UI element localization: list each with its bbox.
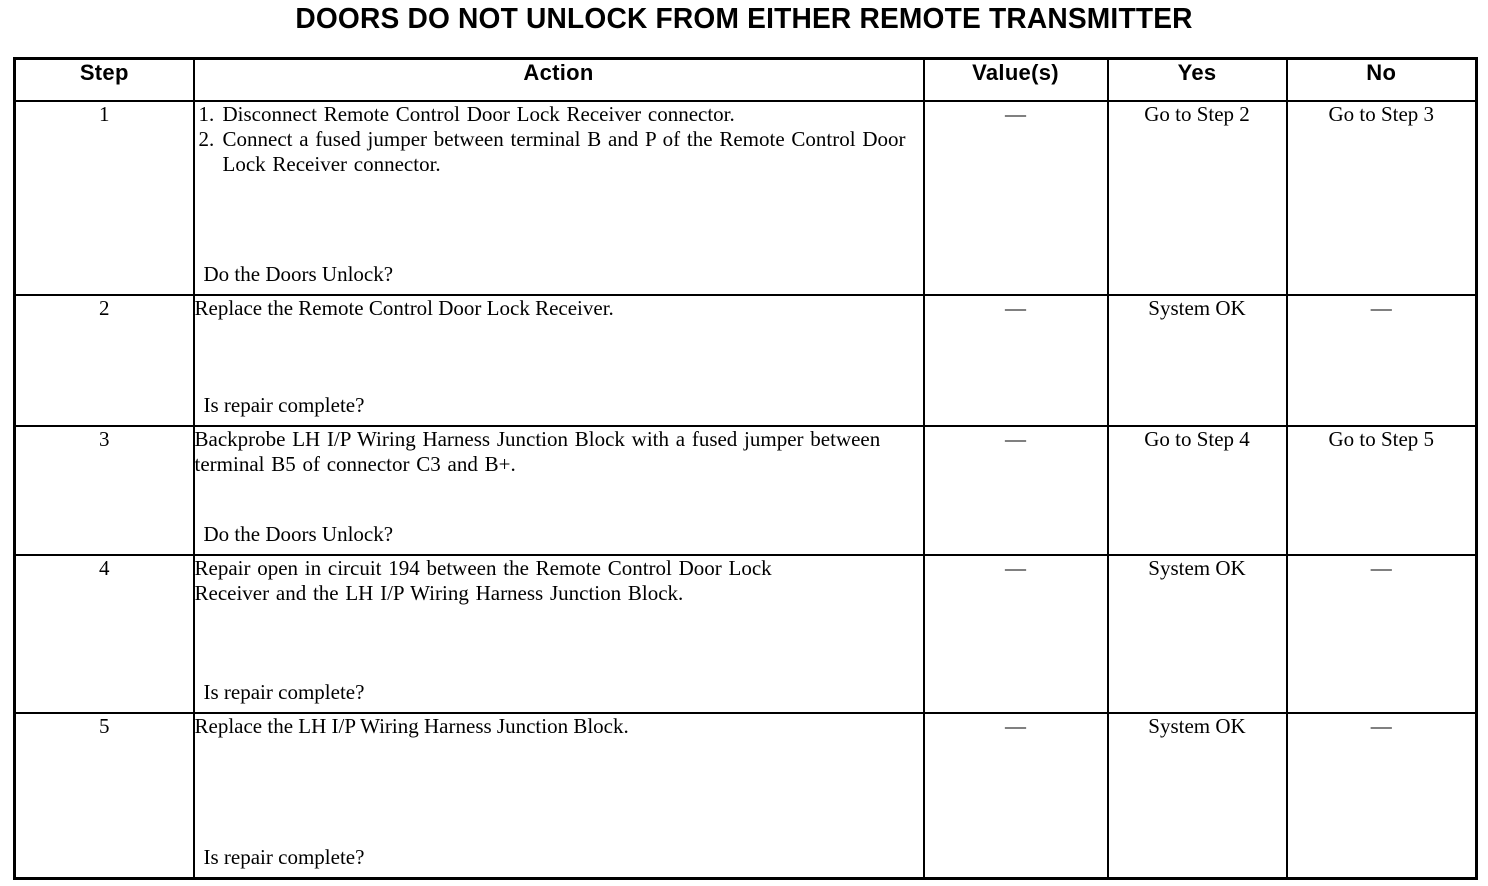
yes-result: System OK bbox=[1106, 553, 1288, 715]
value-cell: — bbox=[922, 293, 1109, 427]
step-number: 2 bbox=[13, 293, 195, 427]
yes-result: System OK bbox=[1106, 712, 1288, 880]
action-question: Is repair complete? bbox=[203, 845, 365, 869]
column-header-value: Value(s) bbox=[922, 57, 1109, 102]
table-body: 1 1. Disconnect Remote Control Door Lock … bbox=[13, 100, 1478, 880]
action-question: Do the Doors Unlock? bbox=[203, 521, 394, 546]
step-number: 4 bbox=[13, 553, 195, 715]
list-item-number: 2. bbox=[198, 127, 215, 151]
no-result: Go to Step 3 bbox=[1285, 100, 1478, 296]
action-ordered-list: 1. Disconnect Remote Control Door Lock Re… bbox=[195, 102, 923, 177]
column-header-no: No bbox=[1285, 57, 1478, 102]
yes-result: System OK bbox=[1106, 293, 1288, 427]
list-item-number: 1. bbox=[198, 102, 215, 126]
list-item: 2. Connect a fused jumper between termina… bbox=[195, 127, 923, 177]
list-item-text: Disconnect Remote Control Door Lock Rece… bbox=[222, 102, 735, 126]
action-description: Backprobe LH I/P Wiring Harness Junction… bbox=[192, 424, 925, 556]
yes-result: Go to Step 4 bbox=[1106, 424, 1288, 556]
table-row: 3 Backprobe LH I/P Wiring Harness Juncti… bbox=[13, 424, 1478, 556]
column-header-action: Action bbox=[192, 57, 925, 102]
action-question: Is repair complete? bbox=[203, 392, 365, 417]
no-result: Go to Step 5 bbox=[1285, 424, 1478, 556]
action-question: Do the Doors Unlock? bbox=[203, 261, 394, 286]
yes-result: Go to Step 2 bbox=[1106, 100, 1288, 296]
action-text: Repair open in circuit 194 between the R… bbox=[194, 555, 772, 605]
table-row: 4 Repair open in circuit 194 between the… bbox=[13, 553, 1478, 715]
action-description: Replace the Remote Control Door Lock Rec… bbox=[192, 293, 925, 427]
table-header-row: Step Action Value(s) Yes No bbox=[13, 57, 1478, 102]
no-result: — bbox=[1285, 553, 1478, 715]
action-text: Backprobe LH I/P Wiring Harness Junction… bbox=[194, 426, 881, 476]
no-result: — bbox=[1285, 293, 1478, 427]
action-question: Is repair complete? bbox=[203, 680, 365, 705]
action-text: Replace the Remote Control Door Lock Rec… bbox=[194, 295, 614, 320]
list-item-text: Connect a fused jumper between terminal … bbox=[222, 127, 906, 176]
no-result: — bbox=[1285, 712, 1478, 880]
table-row: 5 Replace the LH I/P Wiring Harness Junc… bbox=[13, 712, 1478, 880]
step-number: 3 bbox=[13, 424, 195, 556]
action-description: Repair open in circuit 194 between the R… bbox=[192, 553, 925, 715]
table-header: Step Action Value(s) Yes No bbox=[13, 57, 1478, 102]
column-header-yes: Yes bbox=[1106, 57, 1288, 102]
value-cell: — bbox=[922, 553, 1109, 715]
value-cell: — bbox=[922, 100, 1109, 296]
step-number: 5 bbox=[13, 712, 195, 880]
page-title: DOORS DO NOT UNLOCK FROM EITHER REMOTE T… bbox=[295, 3, 1193, 35]
step-number: 1 bbox=[13, 100, 195, 296]
action-description: 1. Disconnect Remote Control Door Lock Re… bbox=[192, 100, 925, 296]
value-cell: — bbox=[922, 712, 1109, 880]
action-text: Replace the LH I/P Wiring Harness Juncti… bbox=[194, 714, 629, 739]
table-row: 2 Replace the Remote Control Door Lock R… bbox=[13, 293, 1478, 427]
column-header-step: Step bbox=[13, 57, 195, 102]
list-item: 1. Disconnect Remote Control Door Lock Re… bbox=[195, 102, 923, 127]
action-description: Replace the LH I/P Wiring Harness Juncti… bbox=[192, 712, 925, 880]
table-row: 1 1. Disconnect Remote Control Door Lock … bbox=[13, 100, 1478, 296]
diagnostic-procedure-table: Step Action Value(s) Yes No 1 1. Disconne… bbox=[13, 57, 1478, 880]
value-cell: — bbox=[922, 424, 1109, 556]
